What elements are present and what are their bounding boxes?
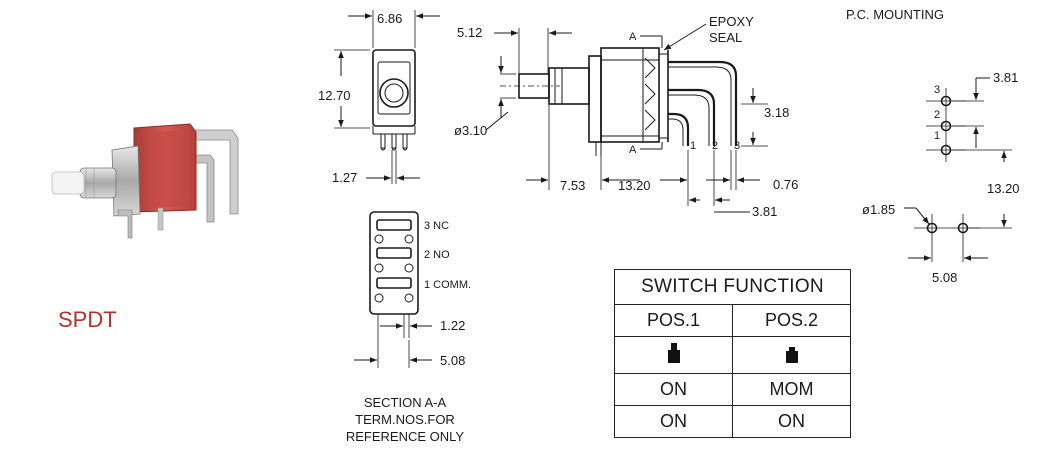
pos1-actuator-cell — [614, 336, 733, 374]
switch-function-table: SWITCH FUNCTION POS.1 POS.2 ON MOM ON ON — [614, 269, 851, 438]
pc-label-1: 1 — [934, 130, 940, 142]
row2-pos1-state: ON — [614, 405, 733, 438]
term-3-label: 3 — [734, 140, 740, 152]
front-width-dim: 6.86 — [377, 11, 402, 26]
switch-photo — [51, 123, 239, 239]
front-height-dim: 12.70 — [318, 88, 351, 103]
pc-hole-dim: ø1.85 — [862, 202, 895, 217]
actuator-pressed-icon — [785, 343, 798, 363]
section-view: 3 NC 2 NO 1 COMM. 1.22 5.08 SECTION A-A … — [346, 211, 471, 444]
front-view: 6.86 12.70 1.27 — [318, 10, 440, 185]
hole-dim: ø3.10 — [454, 123, 487, 138]
spacing-dim: 3.81 — [752, 204, 777, 219]
pc-dim-508: 5.08 — [932, 270, 957, 285]
term-2-label: 2 — [712, 140, 718, 152]
term-length-dim: 3.18 — [764, 105, 789, 120]
actuator-released-icon — [667, 342, 680, 363]
section-caption-2: TERM.NOS.FOR — [355, 412, 455, 427]
section-a-bottom: A — [629, 144, 637, 156]
side-view: 5.12 ø3.10 A A — [454, 14, 798, 219]
section-caption-1: SECTION A-A — [364, 395, 447, 410]
pos2-actuator-cell — [732, 336, 851, 374]
section-dim-508: 5.08 — [440, 353, 465, 368]
section-term-2: 2 NO — [424, 249, 450, 261]
section-a-top: A — [629, 31, 637, 43]
front-pitch-dim: 1.27 — [332, 170, 357, 185]
pc-mounting: P.C. MOUNTING 3 2 1 3.81 13.20 ø1.85 5.0… — [846, 7, 1020, 285]
row2-pos2-state: ON — [732, 405, 851, 438]
left-dim: 7.53 — [560, 178, 585, 193]
epoxy-label-1: EPOXY — [709, 14, 754, 29]
pc-dim-1320: 13.20 — [987, 181, 1020, 196]
switch-type-label: SPDT — [58, 307, 117, 332]
pc-label-3: 3 — [934, 84, 940, 96]
term-1-label: 1 — [690, 140, 696, 152]
switch-function-title: SWITCH FUNCTION — [614, 269, 851, 305]
pos1-header: POS.1 — [614, 304, 733, 337]
section-term-1: 1 COMM. — [424, 279, 471, 291]
epoxy-label-2: SEAL — [709, 30, 742, 45]
pc-label-2: 2 — [934, 109, 940, 121]
thickness-dim: 0.76 — [773, 177, 798, 192]
section-term-3: 3 NC — [424, 220, 449, 232]
section-dim-122: 1.22 — [440, 318, 465, 333]
plunger-dim: 5.12 — [457, 25, 482, 40]
pos2-header: POS.2 — [732, 304, 851, 337]
row1-pos2-state: MOM — [732, 373, 851, 406]
body-length-dim: 13.20 — [618, 178, 651, 193]
pc-mounting-title: P.C. MOUNTING — [846, 7, 944, 22]
row1-pos1-state: ON — [614, 373, 733, 406]
section-caption-3: REFERENCE ONLY — [346, 429, 465, 444]
pc-dim-381: 3.81 — [993, 70, 1018, 85]
